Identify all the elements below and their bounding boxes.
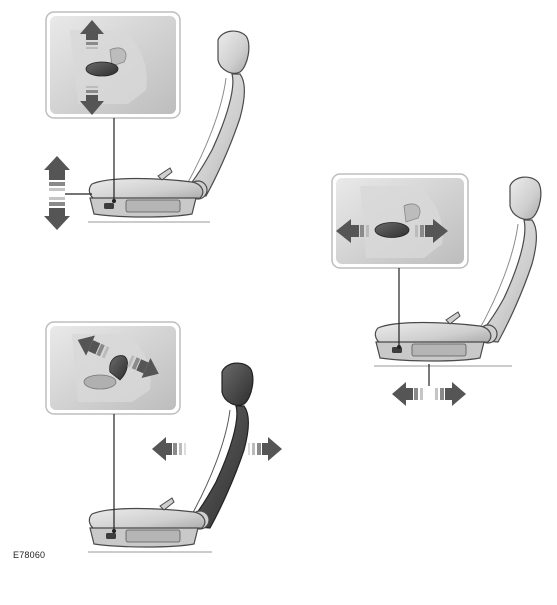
recline-forward-arrow-icon <box>248 437 282 461</box>
left-right-arrow-icon <box>392 382 466 406</box>
tilt-back-arrow-icon <box>77 335 110 359</box>
seat-switch-knob <box>85 61 119 77</box>
tilt-forward-arrow-icon <box>127 355 159 379</box>
seat-switch-knob <box>374 222 410 238</box>
seat-fore-aft-panel <box>331 173 542 406</box>
left-right-arrow-icon <box>336 219 448 243</box>
figure-reference-code: E78060 <box>13 550 46 560</box>
seat-height-panel <box>44 11 250 230</box>
backrest-switch-knob <box>109 355 128 381</box>
up-down-arrow-icon <box>44 156 70 230</box>
seat-illustration <box>374 176 542 367</box>
seat-illustration <box>88 362 254 553</box>
recline-back-arrow-icon <box>152 437 186 461</box>
backrest-recline-panel <box>45 321 282 553</box>
up-down-arrow-icon <box>80 20 104 115</box>
